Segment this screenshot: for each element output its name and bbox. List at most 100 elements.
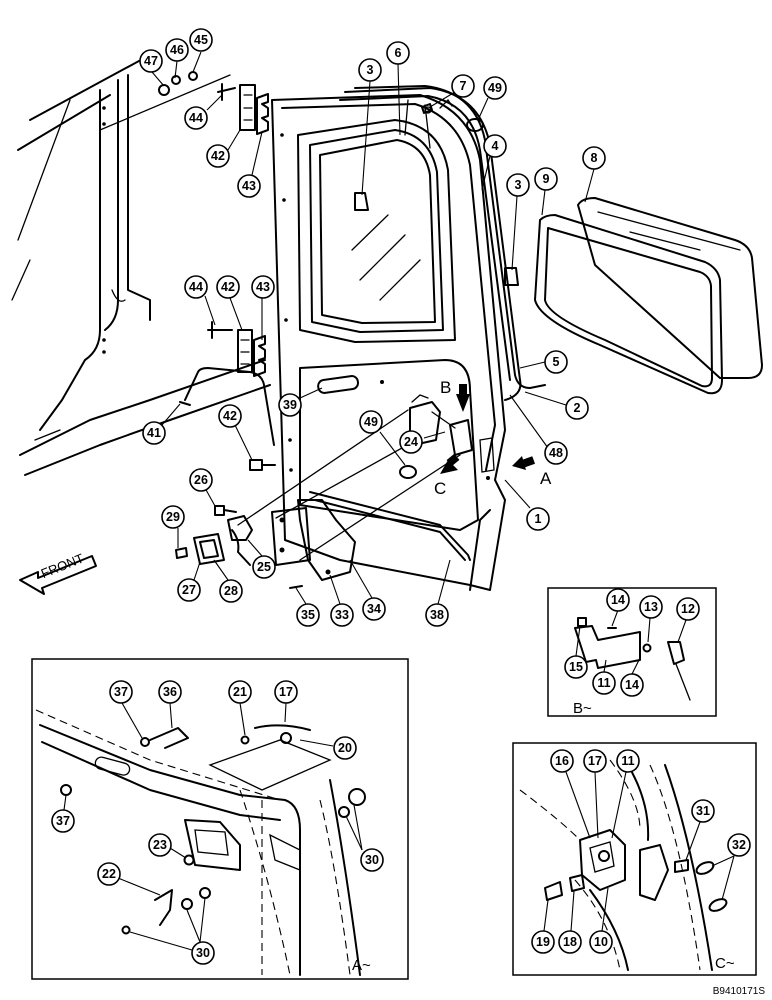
callout-49-upper: 49 [483, 76, 507, 100]
callout-c-10: 10 [589, 887, 613, 954]
callout-41: 42 [218, 404, 242, 428]
svg-text:20: 20 [338, 741, 352, 755]
callout-26: 26 [189, 468, 213, 492]
svg-text:14: 14 [625, 678, 639, 692]
detail-b: 14 13 12 15 11 14 B~ [547, 587, 717, 717]
callout-9: 9 [534, 167, 558, 191]
callout-c-18: 18 [558, 890, 582, 954]
svg-text:43: 43 [242, 179, 256, 193]
callout-b-14-lower: 14 [620, 657, 644, 697]
callout-42-upper: 42 [206, 144, 230, 168]
svg-text:38: 38 [430, 608, 444, 622]
view-letter-b: B [440, 378, 451, 397]
svg-text:4: 4 [492, 139, 499, 153]
callout-c-17: 17 [583, 749, 607, 839]
callout-38: 39 [278, 393, 302, 417]
svg-text:42: 42 [223, 409, 237, 423]
svg-text:42: 42 [211, 149, 225, 163]
callout-48: 48 [544, 441, 568, 465]
svg-text:6: 6 [395, 46, 402, 60]
svg-text:21: 21 [233, 685, 247, 699]
svg-text:15: 15 [569, 660, 583, 674]
svg-text:2: 2 [574, 401, 581, 415]
bolt-41 [249, 459, 276, 471]
door-latch [409, 394, 495, 473]
svg-text:39: 39 [283, 398, 297, 412]
callout-b-12: 12 [676, 597, 700, 643]
callout-a-21: 20 [299, 736, 357, 760]
svg-text:37: 37 [56, 814, 70, 828]
detail-a: 37 36 21 17 20 37 23 30 22 30 A~ [31, 658, 409, 980]
svg-text:30: 30 [196, 946, 210, 960]
svg-text:11: 11 [621, 754, 634, 768]
callout-40: 41 [142, 421, 166, 445]
svg-text:18: 18 [563, 935, 577, 949]
callout-a-20: 17 [274, 680, 298, 723]
svg-text:3: 3 [515, 178, 522, 192]
callout-a-23: 23 [148, 833, 187, 859]
callout-27: 27 [177, 578, 201, 602]
svg-text:42: 42 [221, 280, 235, 294]
callout-c-31: 31 [685, 799, 715, 861]
svg-text:34: 34 [367, 602, 381, 616]
svg-text:19: 19 [536, 935, 550, 949]
callout-a-22: 21 [228, 680, 252, 736]
callout-a-36: 36 [158, 680, 182, 729]
callout-a-37-lower: 37 [51, 794, 75, 833]
svg-text:3: 3 [367, 63, 374, 77]
callout-c-16: 16 [550, 749, 591, 839]
svg-text:36: 36 [163, 685, 177, 699]
svg-text:33: 33 [335, 608, 349, 622]
svg-text:32: 32 [732, 838, 746, 852]
front-label: FRONT [39, 550, 86, 581]
svg-text:27: 27 [182, 583, 196, 597]
svg-text:10: 10 [594, 935, 608, 949]
callout-a-17: 22 [97, 862, 161, 896]
svg-text:43: 43 [256, 280, 270, 294]
callout-49-lower: 49 [359, 410, 383, 434]
svg-text:29: 29 [166, 510, 180, 524]
callout-b-11: 11 [592, 659, 616, 695]
callout-b-15: 15 [564, 625, 588, 679]
callout-43-upper: 43 [237, 174, 261, 198]
svg-text:49: 49 [488, 81, 502, 95]
callout-33: 33 [330, 603, 354, 627]
svg-text:7: 7 [460, 79, 467, 93]
svg-text:12: 12 [681, 602, 695, 616]
main-callouts: 45 46 47 44 42 43 3 6 7 49 4 3 9 8 5 2 4… [139, 28, 606, 627]
callout-8: 8 [582, 146, 606, 170]
svg-text:17: 17 [279, 685, 293, 699]
door-pocket [317, 375, 360, 394]
svg-text:9: 9 [543, 172, 550, 186]
window-glass [577, 197, 763, 379]
svg-text:17: 17 [588, 754, 602, 768]
caption-c: C~ [715, 955, 735, 972]
svg-text:37: 37 [114, 685, 128, 699]
detail-c: 16 17 11 31 32 19 18 10 C~ [512, 742, 757, 976]
svg-text:11: 11 [597, 676, 610, 690]
plug-49-lower [399, 465, 417, 479]
callout-42-lower: 42 [216, 275, 240, 299]
stay-rod [179, 367, 275, 446]
svg-text:47: 47 [144, 54, 158, 68]
svg-text:30: 30 [365, 853, 379, 867]
callout-a-30-right: 30 [345, 804, 384, 872]
callout-45: 45 [189, 28, 213, 52]
callout-3-upper: 3 [358, 58, 382, 82]
svg-text:31: 31 [696, 804, 710, 818]
clip-6 [421, 103, 433, 114]
svg-text:44: 44 [189, 111, 203, 125]
callout-1: 1 [526, 507, 550, 531]
svg-text:28: 28 [224, 584, 238, 598]
callout-47: 47 [139, 49, 163, 73]
svg-text:5: 5 [553, 355, 560, 369]
callout-b-14-upper: 14 [606, 588, 630, 627]
callout-24: 24 [399, 430, 423, 454]
svg-text:44: 44 [189, 280, 203, 294]
plug-49-upper [466, 118, 484, 132]
svg-text:35: 35 [301, 608, 315, 622]
caption-b: B~ [573, 700, 592, 717]
svg-text:41: 41 [147, 426, 161, 440]
callout-35: 35 [296, 603, 320, 627]
